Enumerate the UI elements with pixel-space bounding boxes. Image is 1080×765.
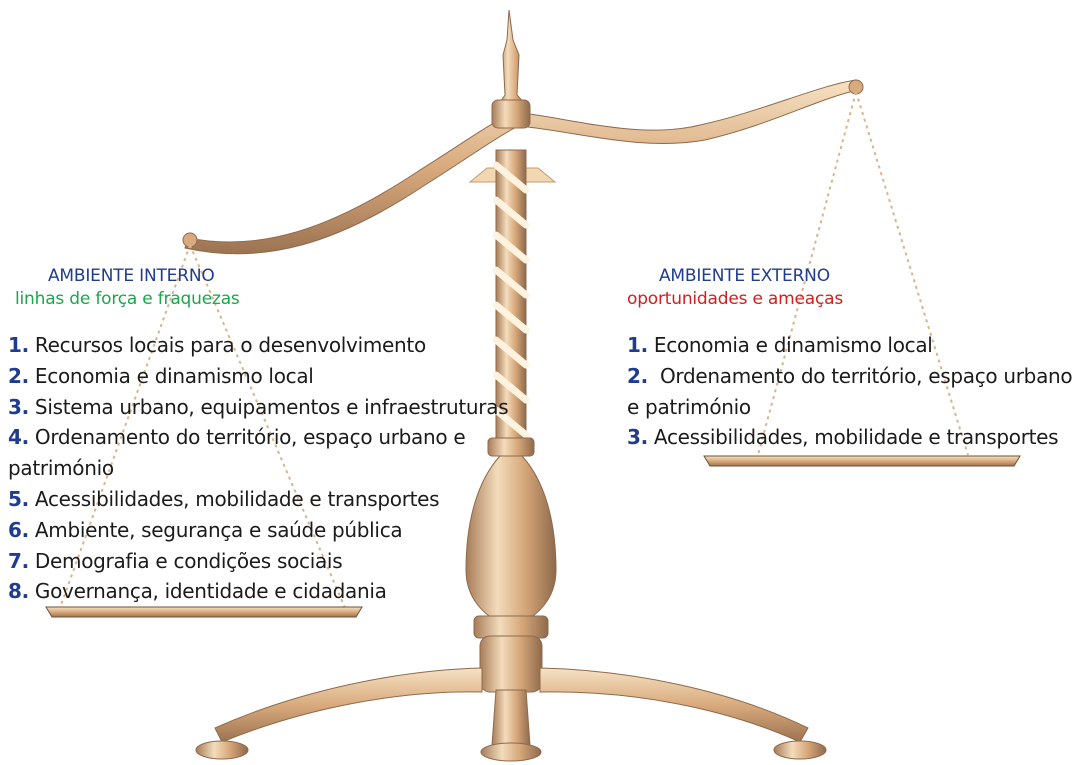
external-list: 1.Economia e dinamismo local 2. Ordename… (627, 330, 1072, 453)
item-number: 5. (8, 487, 29, 511)
list-item: 2.Economia e dinamismo local (8, 361, 508, 392)
foot-right (774, 741, 826, 759)
item-number: 3. (627, 425, 648, 449)
list-item: 3.Acessibilidades, mobilidade e transpor… (627, 422, 1072, 453)
pivot-block (492, 100, 530, 128)
base-right-leg (540, 668, 808, 742)
item-number: 7. (8, 549, 29, 573)
list-item: 6.Ambiente, segurança e saúde pública (8, 515, 508, 546)
item-number: 2. (8, 364, 29, 388)
scale-finial (498, 10, 526, 105)
item-text-continued: e património (627, 392, 1072, 423)
beam-left-tip (183, 233, 197, 247)
item-number: 1. (8, 333, 29, 357)
list-item: 3.Sistema urbano, equipamentos e infraes… (8, 392, 508, 423)
item-text: Ordenamento do território, espaço urbano (654, 364, 1072, 388)
item-number: 8. (8, 579, 29, 603)
item-text: Demografia e condições sociais (35, 549, 342, 573)
right-pan (704, 456, 1020, 466)
list-item: 2. Ordenamento do território, espaço urb… (627, 361, 1072, 423)
list-item: 4.Ordenamento do território, espaço urba… (8, 422, 508, 484)
list-item: 7.Demografia e condições sociais (8, 546, 508, 577)
item-text: Governança, identidade e cidadania (35, 579, 387, 603)
item-number: 2. (627, 364, 648, 388)
base-left-leg (215, 668, 482, 742)
item-text: Acessibilidades, mobilidade e transporte… (35, 487, 439, 511)
internal-title: AMBIENTE INTERNO (48, 266, 215, 286)
item-number: 1. (627, 333, 648, 357)
item-number: 4. (8, 425, 29, 449)
item-text: Economia e dinamismo local (654, 333, 933, 357)
internal-subtitle: linhas de força e fraquezas (15, 289, 240, 309)
item-text: Economia e dinamismo local (35, 364, 314, 388)
left-pan (46, 607, 362, 617)
list-item: 1.Economia e dinamismo local (627, 330, 1072, 361)
item-text-continued: património (8, 453, 508, 484)
pedestal-ring (474, 616, 548, 638)
external-subtitle: oportunidades e ameaças (627, 289, 843, 309)
item-text: Ordenamento do território, espaço urbano… (35, 425, 465, 449)
item-number: 3. (8, 395, 29, 419)
internal-list: 1.Recursos locais para o desenvolvimento… (8, 330, 508, 607)
list-item: 5.Acessibilidades, mobilidade e transpor… (8, 484, 508, 515)
item-number: 6. (8, 518, 29, 542)
item-text: Sistema urbano, equipamentos e infraestr… (35, 395, 508, 419)
foot-left (196, 741, 248, 759)
item-text: Ambiente, segurança e saúde pública (35, 518, 402, 542)
beam-right-tip (849, 80, 863, 94)
foot-center (481, 743, 541, 761)
item-text: Recursos locais para o desenvolvimento (35, 333, 426, 357)
list-item: 1.Recursos locais para o desenvolvimento (8, 330, 508, 361)
item-text: Acessibilidades, mobilidade e transporte… (654, 425, 1058, 449)
list-item: 8.Governança, identidade e cidadania (8, 576, 508, 607)
external-title: AMBIENTE EXTERNO (659, 266, 830, 286)
base-front-leg (492, 690, 530, 745)
pedestal-hub (480, 636, 542, 692)
